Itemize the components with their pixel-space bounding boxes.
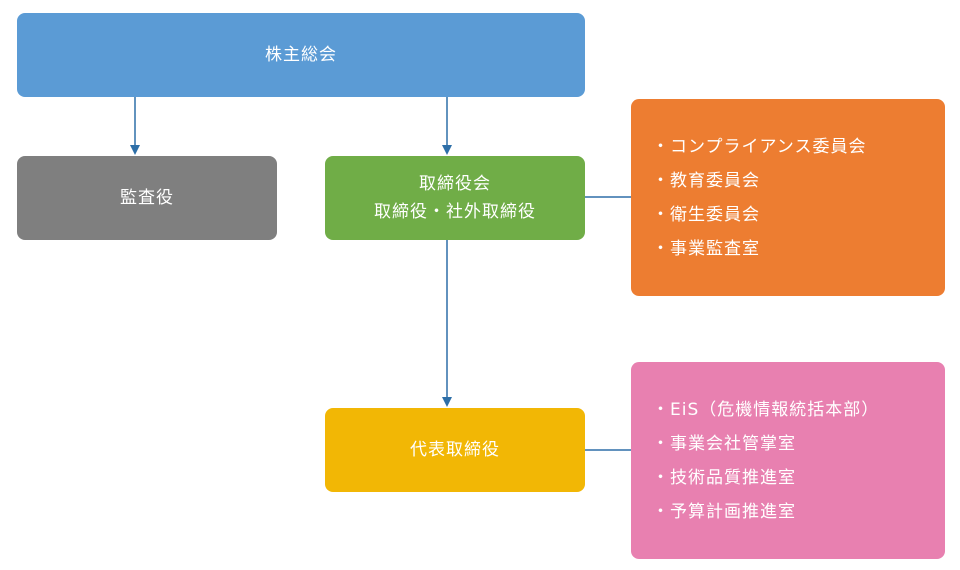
committee-item: 教育委員会: [669, 164, 945, 198]
auditor-label: 監査役: [120, 188, 174, 208]
auditor-node: 監査役: [17, 156, 277, 240]
board-of-directors-node: 取締役会 取締役・社外取締役: [325, 156, 585, 240]
board-title: 取締役会: [419, 174, 491, 194]
committees-list-node: コンプライアンス委員会 教育委員会 衛生委員会 事業監査室: [631, 99, 945, 296]
office-item: EiS（危機情報統括本部）: [669, 393, 945, 427]
offices-list-node: EiS（危機情報統括本部） 事業会社管掌室 技術品質推進室 予算計画推進室: [631, 362, 945, 559]
shareholders-meeting-node: 株主総会: [17, 13, 585, 97]
board-subtitle: 取締役・社外取締役: [374, 202, 536, 222]
representative-director-label: 代表取締役: [410, 440, 500, 460]
representative-director-node: 代表取締役: [325, 408, 585, 492]
committee-item: 衛生委員会: [669, 198, 945, 232]
office-item: 技術品質推進室: [669, 461, 945, 495]
office-item: 事業会社管掌室: [669, 427, 945, 461]
office-item: 予算計画推進室: [669, 495, 945, 529]
committee-item: 事業監査室: [669, 232, 945, 266]
committee-item: コンプライアンス委員会: [669, 130, 945, 164]
shareholders-meeting-label: 株主総会: [265, 45, 337, 65]
